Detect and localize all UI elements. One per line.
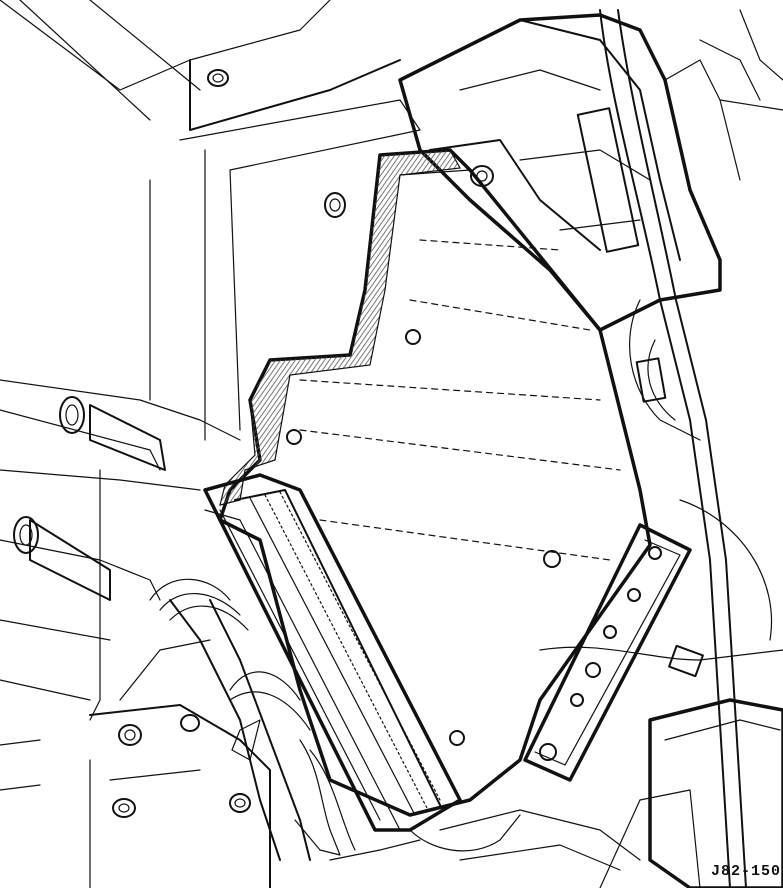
plate-screw <box>543 550 561 568</box>
plate-screw <box>286 429 302 445</box>
mounting-screw <box>324 192 346 218</box>
mounting-screw <box>112 798 136 818</box>
mounting-screws <box>13 69 494 818</box>
figure-code: J82-150 <box>710 863 781 880</box>
control-module <box>218 148 652 817</box>
terminal-strip <box>523 523 692 782</box>
mounting-screw <box>207 69 229 87</box>
relay-box <box>398 13 741 332</box>
mounting-screw <box>118 724 142 746</box>
plate-screw <box>405 329 421 345</box>
wiring-harness <box>149 9 783 888</box>
mounting-bracket <box>0 0 421 888</box>
mounting-screw <box>229 793 251 813</box>
junction-box <box>599 698 783 888</box>
floor-pan <box>439 809 641 871</box>
edge-connector <box>203 473 462 832</box>
mounting-screw <box>59 396 85 434</box>
plate-screw <box>449 730 465 746</box>
mounting-screw <box>13 516 39 554</box>
mounting-screw <box>180 714 200 732</box>
